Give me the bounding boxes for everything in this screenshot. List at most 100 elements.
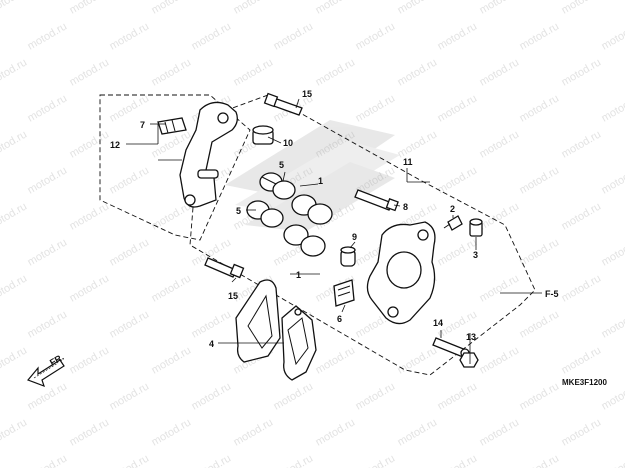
watermark-text: motod.ru <box>518 308 562 340</box>
watermark-text: motod.ru <box>560 128 604 160</box>
watermark-text: motod.ru <box>396 56 440 88</box>
watermark-text: motod.ru <box>436 380 480 412</box>
watermark-text: motod.ru <box>190 308 234 340</box>
callout-1-upper: 1 <box>318 176 323 186</box>
seal-rings <box>283 194 333 257</box>
callout-6: 6 <box>337 314 342 324</box>
watermark-text: motod.ru <box>518 164 562 196</box>
watermark-text: motod.ru <box>0 344 29 376</box>
watermark-text: motod.ru <box>272 452 316 468</box>
watermark-text: motod.ru <box>518 92 562 124</box>
watermark-text: motod.ru <box>0 0 29 17</box>
watermark-text: motod.ru <box>436 92 480 124</box>
watermark-text: motod.ru <box>68 128 112 160</box>
watermark-text: motod.ru <box>26 20 70 52</box>
front-direction-arrow <box>26 359 65 388</box>
watermark-text: motod.ru <box>478 128 522 160</box>
watermark-text: motod.ru <box>68 272 112 304</box>
watermark-text: motod.ru <box>108 380 152 412</box>
watermark-text: motod.ru <box>26 308 70 340</box>
watermark-text: motod.ru <box>478 200 522 232</box>
watermark-text: motod.ru <box>108 236 152 268</box>
pad-pin <box>354 189 399 212</box>
bleeder-valve <box>469 218 483 237</box>
watermark-text: motod.ru <box>600 452 625 468</box>
caliper-bracket <box>179 101 238 208</box>
watermark-text: motod.ru <box>436 452 480 468</box>
caliper-body <box>366 221 436 325</box>
watermark-text: motod.ru <box>68 416 112 448</box>
watermark-text: motod.ru <box>108 20 152 52</box>
watermark-text: motod.ru <box>478 416 522 448</box>
callout-4: 4 <box>209 339 214 349</box>
callout-10: 10 <box>283 138 293 148</box>
brake-pad-rear <box>281 305 317 381</box>
bleeder-cap <box>252 125 274 145</box>
watermark-text: motod.ru <box>600 236 625 268</box>
bracket-pin-boot <box>157 117 187 135</box>
watermark-text: motod.ru <box>560 416 604 448</box>
diagram-code: MKE3F1200 <box>562 378 607 387</box>
watermark-text: motod.ru <box>0 272 29 304</box>
watermark-text: motod.ru <box>560 272 604 304</box>
watermark-text: motod.ru <box>396 344 440 376</box>
watermark-text: motod.ru <box>600 20 625 52</box>
watermark-text: motod.ru <box>354 380 398 412</box>
watermark-text: motod.ru <box>190 452 234 468</box>
watermark-text: motod.ru <box>26 92 70 124</box>
watermark-text: motod.ru <box>436 164 480 196</box>
watermark-text: motod.ru <box>272 20 316 52</box>
bolt-upper <box>263 92 303 116</box>
callout-7: 7 <box>140 120 145 130</box>
callout-15-upper: 15 <box>302 89 312 99</box>
watermark-text: motod.ru <box>68 344 112 376</box>
callout-12: 12 <box>110 140 120 150</box>
watermark-text: motod.ru <box>314 0 358 17</box>
callout-8: 8 <box>403 202 408 212</box>
watermark-text: motod.ru <box>26 164 70 196</box>
watermark-text: motod.ru <box>232 0 276 17</box>
watermark-text: motod.ru <box>600 164 625 196</box>
watermark-text: motod.ru <box>0 200 29 232</box>
watermark-text: motod.ru <box>150 200 194 232</box>
lock-nut <box>459 352 479 368</box>
watermark-text: motod.ru <box>518 380 562 412</box>
watermark-text: motod.ru <box>354 20 398 52</box>
watermark-text: motod.ru <box>232 416 276 448</box>
watermark-text: motod.ru <box>478 56 522 88</box>
watermark-text: motod.ru <box>600 92 625 124</box>
watermark-text: motod.ru <box>0 416 29 448</box>
watermark-text: motod.ru <box>232 56 276 88</box>
callout-1-lower: 1 <box>296 270 301 280</box>
watermark-text: motod.ru <box>108 452 152 468</box>
callout-5-upper: 5 <box>279 160 284 170</box>
pad-spring <box>333 279 355 307</box>
watermark-text: motod.ru <box>314 416 358 448</box>
watermark-text: motod.ru <box>396 0 440 17</box>
watermark-text: motod.ru <box>354 92 398 124</box>
watermark-text: motod.ru <box>354 452 398 468</box>
watermark-text: motod.ru <box>478 0 522 17</box>
watermark-text: motod.ru <box>478 344 522 376</box>
watermark-text: motod.ru <box>108 308 152 340</box>
watermark-text: motod.ru <box>560 0 604 17</box>
leader-lines <box>126 98 542 364</box>
watermark-text: motod.ru <box>26 380 70 412</box>
reference-label: F-5 <box>545 289 559 299</box>
callout-14: 14 <box>433 318 443 328</box>
watermark-text: motod.ru <box>108 164 152 196</box>
watermark-text: motod.ru <box>26 236 70 268</box>
bleeder-screw <box>443 215 463 231</box>
watermark-text: motod.ru <box>478 272 522 304</box>
callout-9: 9 <box>352 232 357 242</box>
watermark-text: motod.ru <box>560 200 604 232</box>
watermark-text: motod.ru <box>0 56 29 88</box>
watermark-text: motod.ru <box>314 56 358 88</box>
callout-3: 3 <box>473 250 478 260</box>
brake-pad-front <box>235 279 281 363</box>
watermark-text: motod.ru <box>150 56 194 88</box>
callout-5-lower: 5 <box>236 206 241 216</box>
watermark-text: motod.ru <box>396 128 440 160</box>
watermark-text: motod.ru <box>272 380 316 412</box>
